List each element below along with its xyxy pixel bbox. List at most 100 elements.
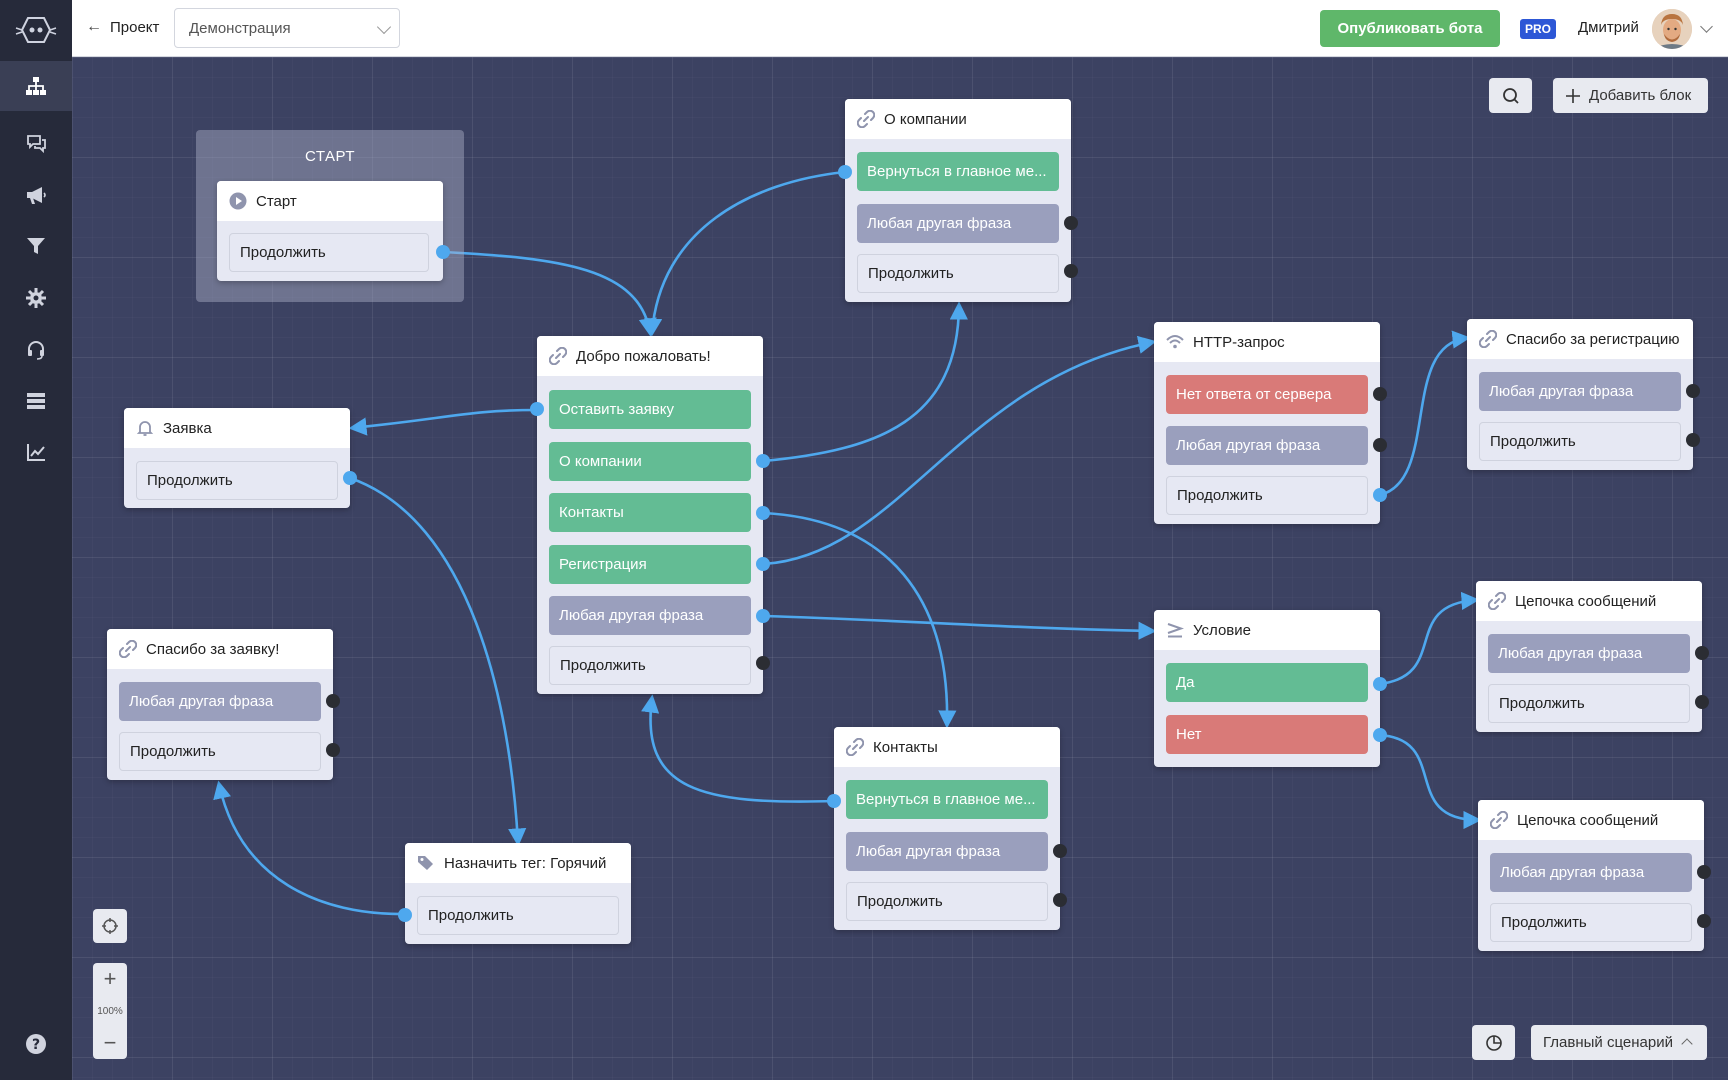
chain2-continue-port[interactable] — [1697, 914, 1711, 928]
add-block-button[interactable]: Добавить блок — [1553, 78, 1708, 113]
http-continue-button[interactable]: Продолжить — [1166, 476, 1368, 515]
about-back-to-menu-button[interactable]: Вернуться в главное ме... — [857, 152, 1059, 191]
condition-yes-port[interactable] — [1373, 677, 1387, 691]
sidebar-item-funnels[interactable] — [0, 221, 72, 271]
node-thanks-registration-header[interactable]: Спасибо за регистрацию — [1467, 319, 1693, 359]
thanks-reg-continue-port[interactable] — [1686, 433, 1700, 447]
contacts-continue-port[interactable] — [1053, 893, 1067, 907]
thanks-reg-any-port[interactable] — [1686, 384, 1700, 398]
scenario-select[interactable]: Главный сценарий — [1531, 1025, 1707, 1060]
welcome-continue-button[interactable]: Продолжить — [549, 646, 751, 685]
node-welcome-header[interactable]: Добро пожаловать! — [537, 336, 763, 376]
node-thanks-request-header[interactable]: Спасибо за заявку! — [107, 629, 333, 669]
welcome-about-button[interactable]: О компании — [549, 442, 751, 481]
chain2-any-port[interactable] — [1697, 865, 1711, 879]
contacts-continue-button[interactable]: Продолжить — [846, 882, 1048, 921]
zoom-out-button[interactable]: − — [93, 1027, 127, 1059]
welcome-request-port[interactable] — [530, 402, 544, 416]
contacts-any-phrase-button[interactable]: Любая другая фраза — [846, 832, 1048, 871]
node-http-header[interactable]: HTTP-запрос — [1154, 322, 1380, 362]
sidebar-item-analytics[interactable] — [0, 427, 72, 477]
welcome-about-port[interactable] — [756, 454, 770, 468]
node-contacts[interactable]: Контакты Вернуться в главное ме... Любая… — [827, 727, 1067, 930]
http-no-response-port[interactable] — [1373, 387, 1387, 401]
node-chain2-header[interactable]: Цепочка сообщений — [1478, 800, 1704, 840]
node-about-header[interactable]: О компании — [845, 99, 1071, 139]
welcome-request-button[interactable]: Оставить заявку — [549, 390, 751, 429]
node-chain1-header[interactable]: Цепочка сообщений — [1476, 581, 1702, 621]
chain1-any-port[interactable] — [1695, 646, 1709, 660]
node-start-header[interactable]: Старт — [217, 181, 443, 221]
start-continue-button[interactable]: Продолжить — [229, 233, 429, 272]
user-name[interactable]: Дмитрий — [1578, 19, 1639, 36]
node-about[interactable]: О компании Вернуться в главное ме... Люб… — [838, 99, 1078, 302]
request-continue-port[interactable] — [343, 471, 357, 485]
about-continue-button[interactable]: Продолжить — [857, 254, 1059, 293]
request-continue-button[interactable]: Продолжить — [136, 461, 338, 500]
sidebar-item-settings[interactable] — [0, 273, 72, 323]
sidebar-item-chats[interactable] — [0, 118, 72, 168]
sidebar-item-broadcasts[interactable] — [0, 170, 72, 220]
http-any-phrase-button[interactable]: Любая другая фраза — [1166, 426, 1368, 465]
node-tag-header[interactable]: Назначить тег: Горячий — [405, 843, 631, 883]
about-input-port[interactable] — [838, 165, 852, 179]
project-select[interactable]: Демонстрация — [174, 8, 400, 48]
welcome-registration-port[interactable] — [756, 557, 770, 571]
logo-icon[interactable] — [14, 10, 58, 48]
about-continue-port[interactable] — [1064, 264, 1078, 278]
about-any-phrase-button[interactable]: Любая другая фраза — [857, 204, 1059, 243]
avatar[interactable] — [1652, 9, 1692, 49]
node-condition[interactable]: Условие Да Нет — [1154, 610, 1387, 767]
chain1-any-phrase-button[interactable]: Любая другая фраза — [1488, 634, 1690, 673]
thanks-req-continue-button[interactable]: Продолжить — [119, 732, 321, 771]
http-any-port[interactable] — [1373, 438, 1387, 452]
search-button[interactable] — [1489, 78, 1532, 113]
welcome-any-phrase-button[interactable]: Любая другая фраза — [549, 596, 751, 635]
node-start[interactable]: Старт Продолжить — [217, 181, 450, 281]
chain1-continue-port[interactable] — [1695, 695, 1709, 709]
contacts-any-port[interactable] — [1053, 844, 1067, 858]
condition-yes-button[interactable]: Да — [1166, 663, 1368, 702]
thanks-req-any-port[interactable] — [326, 694, 340, 708]
node-request[interactable]: Заявка Продолжить — [124, 408, 357, 508]
sidebar-item-scenarios[interactable] — [0, 61, 72, 111]
chain1-continue-button[interactable]: Продолжить — [1488, 684, 1690, 723]
node-welcome[interactable]: Добро пожаловать! Оставить заявку О комп… — [530, 336, 770, 694]
http-no-response-button[interactable]: Нет ответа от сервера — [1166, 375, 1368, 414]
zoom-in-button[interactable]: + — [93, 963, 127, 995]
sidebar-item-help[interactable]: ? — [0, 1019, 72, 1069]
welcome-any-port[interactable] — [756, 609, 770, 623]
start-continue-port[interactable] — [436, 245, 450, 259]
back-to-project-link[interactable]: ← Проект — [86, 18, 159, 36]
node-condition-header[interactable]: Условие — [1154, 610, 1380, 650]
chain2-continue-button[interactable]: Продолжить — [1490, 903, 1692, 942]
welcome-registration-button[interactable]: Регистрация — [549, 545, 751, 584]
node-thanks-request[interactable]: Спасибо за заявку! Любая другая фраза Пр… — [107, 629, 340, 780]
welcome-continue-port[interactable] — [756, 656, 770, 670]
node-message-chain-2[interactable]: Цепочка сообщений Любая другая фраза Про… — [1478, 800, 1711, 951]
contacts-back-to-menu-button[interactable]: Вернуться в главное ме... — [846, 780, 1048, 819]
welcome-contacts-button[interactable]: Контакты — [549, 493, 751, 532]
node-thanks-registration[interactable]: Спасибо за регистрацию Любая другая фраз… — [1467, 319, 1700, 470]
publish-bot-button[interactable]: Опубликовать бота — [1320, 10, 1500, 47]
chevron-down-icon[interactable] — [1700, 20, 1713, 33]
about-any-port[interactable] — [1064, 216, 1078, 230]
condition-no-port[interactable] — [1373, 728, 1387, 742]
chain2-any-phrase-button[interactable]: Любая другая фраза — [1490, 853, 1692, 892]
tag-continue-button[interactable]: Продолжить — [417, 896, 619, 935]
node-assign-tag[interactable]: Назначить тег: Горячий Продолжить — [398, 843, 631, 944]
thanks-reg-any-phrase-button[interactable]: Любая другая фраза — [1479, 372, 1681, 411]
condition-no-button[interactable]: Нет — [1166, 715, 1368, 754]
node-message-chain-1[interactable]: Цепочка сообщений Любая другая фраза Про… — [1476, 581, 1709, 732]
welcome-contacts-port[interactable] — [756, 506, 770, 520]
center-view-button[interactable] — [93, 909, 127, 943]
thanks-req-continue-port[interactable] — [326, 743, 340, 757]
stats-button[interactable] — [1472, 1025, 1515, 1060]
node-contacts-header[interactable]: Контакты — [834, 727, 1060, 767]
thanks-reg-continue-button[interactable]: Продолжить — [1479, 422, 1681, 461]
sidebar-item-database[interactable] — [0, 376, 72, 426]
sidebar-item-support[interactable] — [0, 325, 72, 375]
thanks-req-any-phrase-button[interactable]: Любая другая фраза — [119, 682, 321, 721]
node-http-request[interactable]: HTTP-запрос Нет ответа от сервера Любая … — [1154, 322, 1387, 524]
node-request-header[interactable]: Заявка — [124, 408, 350, 448]
